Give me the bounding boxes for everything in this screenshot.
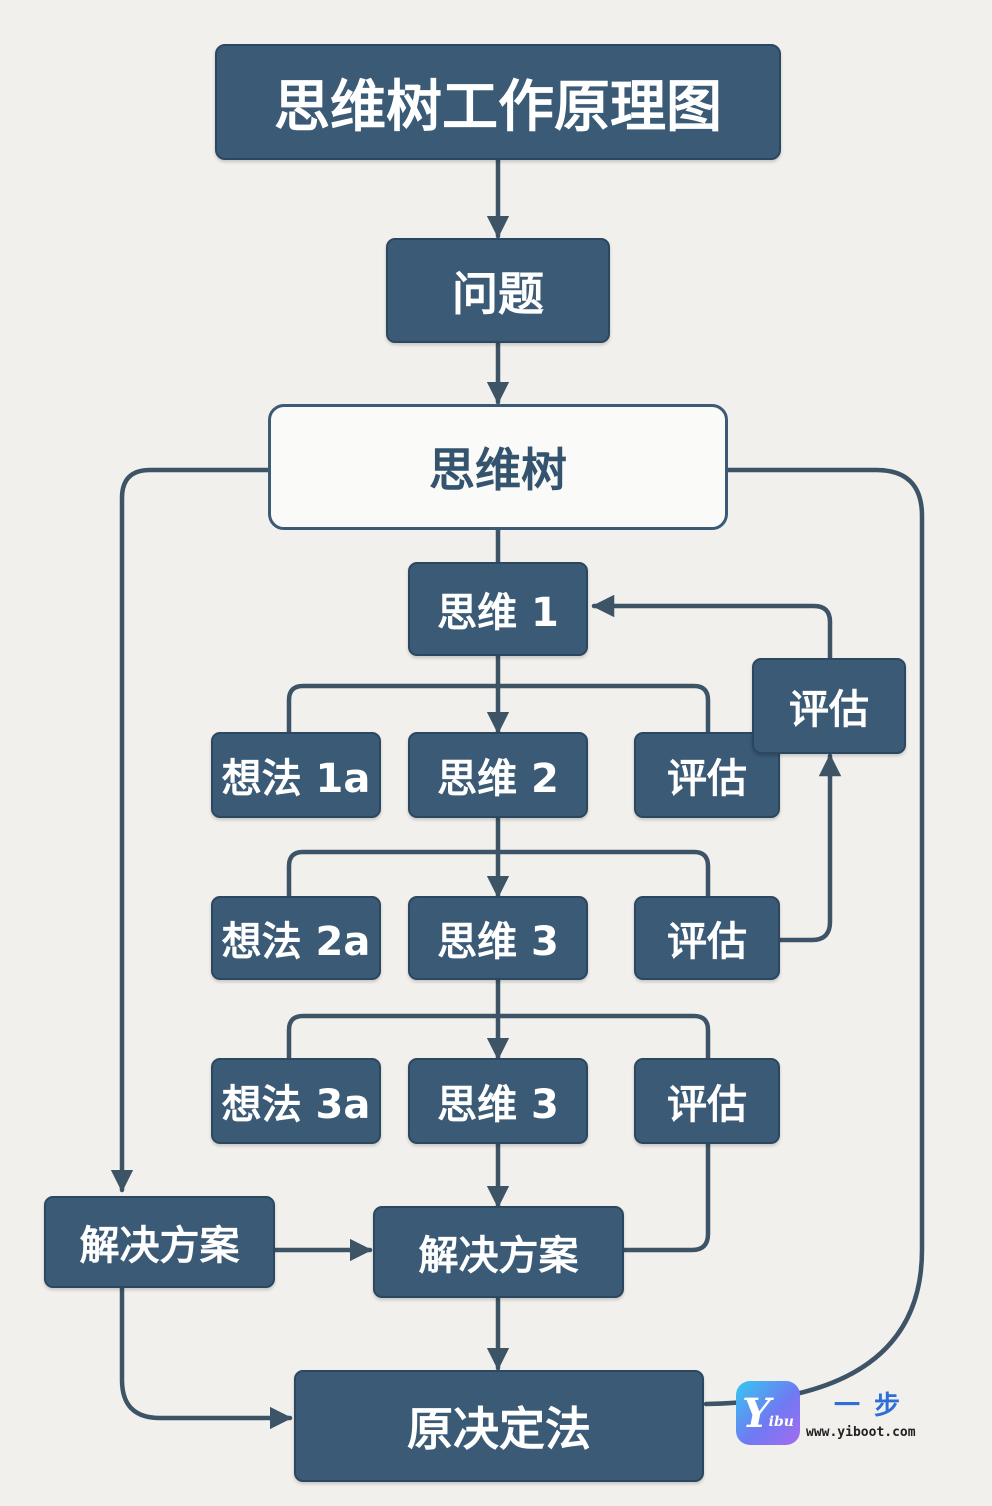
arrow-eval-side-to-thought1	[591, 594, 833, 663]
thought-3-node: 思维 3	[408, 896, 588, 980]
brand-logo-small: ibu	[768, 1414, 794, 1430]
final-decision-node: 原决定法	[294, 1370, 704, 1482]
idea-1a-node: 想法 1a	[211, 732, 381, 818]
brand-logo-letter: Y	[742, 1389, 771, 1437]
evaluate-side-node: 评估	[752, 658, 906, 754]
thought-1-node: 思维 1	[408, 562, 588, 656]
title-node: 思维树工作原理图	[215, 44, 781, 160]
thought-2-node: 思维 2	[408, 732, 588, 818]
evaluate-row3-node: 评估	[634, 1058, 780, 1144]
line-eval-row3-to-solution	[621, 1141, 711, 1253]
arrow-eval-row2-to-eval-side	[777, 753, 842, 943]
problem-node: 问题	[386, 238, 610, 343]
idea-2a-node: 想法 2a	[211, 896, 381, 980]
arrow-tree-to-solution-left	[110, 467, 273, 1193]
branch-row2	[286, 849, 711, 899]
evaluate-row2-node: 评估	[634, 896, 780, 980]
branch-row1	[286, 683, 711, 735]
brand-name: 一步	[834, 1391, 915, 1421]
branch-row3	[286, 1013, 711, 1061]
solution-center-node: 解决方案	[373, 1206, 624, 1298]
arrow-solution-left-to-final	[119, 1285, 293, 1430]
thought-3b-node: 思维 3	[408, 1058, 588, 1144]
line-tree-to-final-right	[703, 467, 925, 1407]
idea-3a-node: 想法 3a	[211, 1058, 381, 1144]
brand-url: www.yiboot.com	[806, 1425, 916, 1440]
solution-left-node: 解决方案	[44, 1196, 275, 1288]
thought-tree-node: 思维树	[268, 404, 728, 530]
